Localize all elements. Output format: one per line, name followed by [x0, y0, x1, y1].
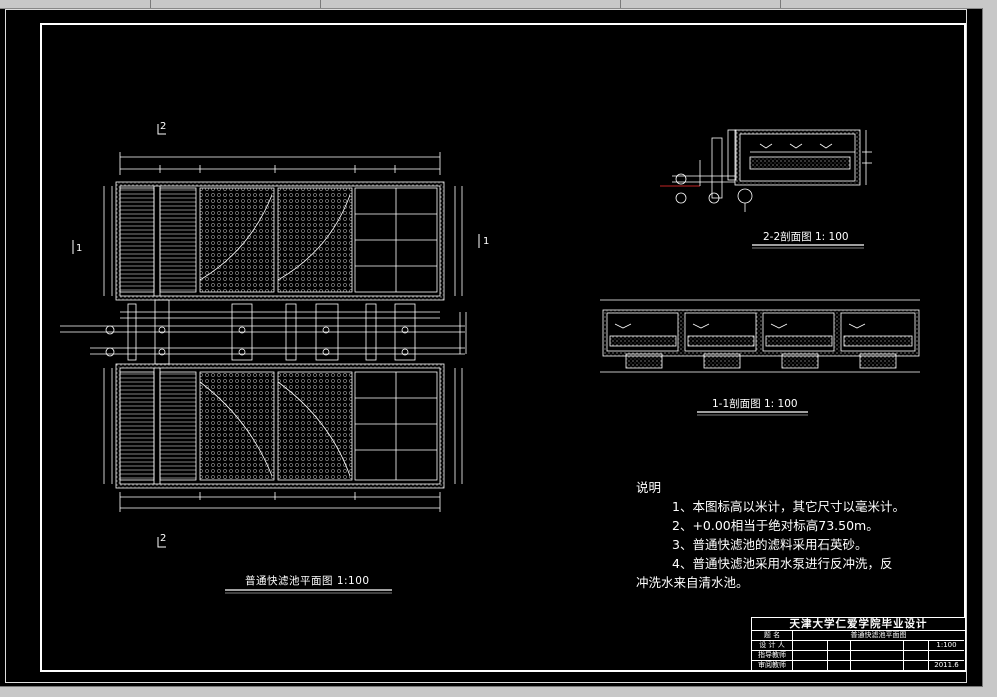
notes-heading: 说明 [636, 480, 662, 495]
plan-upper-filter [103, 152, 463, 301]
tb-cell [851, 641, 904, 651]
drawing-border-outer [5, 9, 967, 683]
tb-label-name: 题 名 [752, 631, 793, 641]
section-mark-2-bottom: 2 [160, 533, 167, 544]
section-2-2-title: 2-2剖面图 1: 100 [763, 231, 849, 243]
title-block: 天津大学仁爱学院毕业设计 题 名 普通快滤池平面图 设 计 人 1:100 指导… [751, 617, 966, 671]
tb-label-advisor: 指导教师 [752, 651, 793, 661]
window-top-bar [0, 0, 997, 9]
tb-drawing-name: 普通快滤池平面图 [793, 631, 964, 641]
tb-label-designer: 设 计 人 [752, 641, 793, 651]
tb-cell [793, 641, 828, 651]
vertical-scrollbar[interactable] [982, 8, 997, 697]
note-item: 1、本图标高以米计，其它尺寸以毫米计。 [672, 499, 905, 514]
note-item: 2、+0.00相当于绝对标高73.50m。 [672, 518, 879, 533]
section-mark-2-top: 2 [160, 121, 167, 132]
section-mark-1-left: 1 [76, 243, 83, 254]
top-bar-segment [0, 0, 151, 8]
pipe-gallery [60, 299, 467, 365]
tb-cell [904, 641, 929, 651]
tb-cell [929, 651, 964, 661]
section-mark-1-right: 1 [483, 236, 490, 247]
design-notes: 说明 1、本图标高以米计，其它尺寸以毫米计。 2、+0.00相当于绝对标高73.… [636, 478, 905, 592]
note-item: 3、普通快滤池的滤料采用石英砂。 [672, 537, 868, 552]
horizontal-scrollbar[interactable] [0, 686, 983, 697]
tb-cell [904, 651, 929, 661]
plan-lower-filter [103, 363, 463, 512]
note-item: 4、普通快滤池采用水泵进行反冲洗，反 [672, 556, 893, 571]
tb-label-reviewer: 审阅教师 [752, 661, 793, 670]
tb-cell [851, 651, 904, 661]
section-markers [72, 124, 480, 548]
top-bar-segment [620, 0, 781, 8]
section-1-1-title: 1-1剖面图 1: 100 [712, 398, 798, 410]
drawing-border-inner [40, 23, 966, 672]
note-item: 冲洗水来自清水池。 [636, 575, 749, 590]
tb-cell [851, 661, 904, 670]
section-2-2 [660, 129, 872, 212]
tb-cell [828, 651, 851, 661]
tb-date: 2011.6 [934, 661, 959, 669]
tb-cell [904, 661, 929, 670]
tb-cell [828, 661, 851, 670]
plan-view-title: 普通快滤池平面图 1:100 [245, 575, 370, 587]
top-bar-segment [320, 0, 621, 8]
title-block-header: 天津大学仁爱学院毕业设计 [752, 618, 965, 631]
section-1-1 [600, 299, 920, 373]
top-bar-segment [150, 0, 321, 8]
tb-cell [793, 651, 828, 661]
tb-scale: 1:100 [929, 641, 964, 651]
tb-cell [828, 641, 851, 651]
tb-cell [793, 661, 828, 670]
